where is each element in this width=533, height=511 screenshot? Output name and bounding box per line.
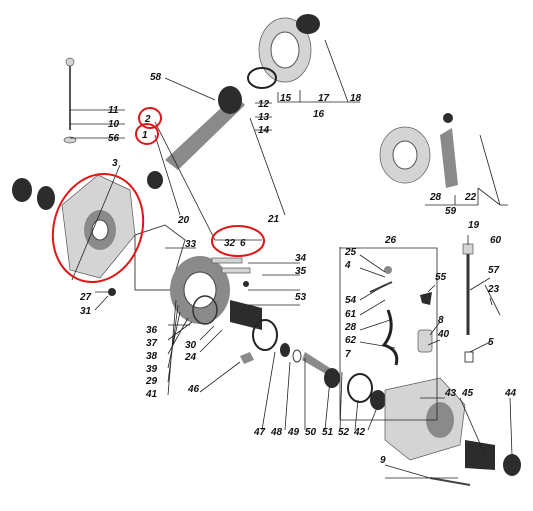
callout-label: 15 [280, 93, 292, 104]
callout-label: 56 [108, 133, 120, 144]
seal-part [37, 186, 55, 210]
pinion-shaft-part [165, 95, 245, 170]
callout-label: 21 [267, 214, 280, 225]
callout-label: 9 [380, 455, 386, 466]
callout-label: 4 [344, 260, 351, 271]
callout-label: 48 [270, 427, 283, 438]
callout-label: 40 [437, 329, 450, 340]
callout-label: 37 [146, 338, 158, 349]
pinion-part [440, 128, 458, 188]
callout-label: 57 [488, 265, 500, 276]
callout-label: 54 [345, 295, 357, 306]
callout-label: 39 [146, 364, 158, 375]
callout-label: 35 [295, 266, 307, 277]
callout-label: 24 [184, 352, 197, 363]
callout-label: 3 [112, 158, 118, 169]
callout-label: 12 [258, 99, 270, 110]
callout-label: 11 [108, 105, 119, 116]
callout-label: 59 [445, 206, 457, 217]
callout-label: 6 [240, 238, 246, 249]
callout-label: 46 [187, 384, 200, 395]
callout-label: 30 [185, 340, 197, 351]
callout-label: 36 [146, 325, 158, 336]
leader-lines [70, 39, 513, 479]
highlight-circle-2 [138, 107, 162, 129]
highlight-circle-1 [135, 123, 159, 145]
callout-label: 28 [429, 192, 442, 203]
callout-label: 50 [305, 427, 317, 438]
callout-label: 10 [108, 119, 120, 130]
parts-layer [12, 14, 521, 486]
axle-part [302, 352, 330, 374]
callout-label: 29 [145, 376, 158, 387]
callout-label: 7 [345, 349, 351, 360]
callout-label: 60 [490, 235, 502, 246]
callout-label: 34 [295, 253, 307, 264]
seal-part [12, 178, 32, 202]
bearing-part [218, 86, 242, 114]
callout-label: 28 [344, 322, 357, 333]
highlight-circle-housing [51, 172, 145, 284]
callout-label: 1 [142, 130, 148, 141]
callout-label: 22 [464, 192, 477, 203]
callout-label: 49 [287, 427, 300, 438]
callout-label: 27 [79, 292, 92, 303]
callout-label: 33 [185, 239, 197, 250]
callout-label: 31 [80, 306, 92, 317]
callout-label: 51 [322, 427, 334, 438]
callout-label: 26 [384, 235, 397, 246]
callout-label: 23 [487, 284, 500, 295]
callout-label: 2 [144, 114, 151, 125]
callout-label: 38 [146, 351, 158, 362]
callout-label: 20 [177, 215, 190, 226]
callout-label: 32 [224, 238, 236, 249]
callout-label: 5 [488, 337, 494, 348]
callout-label: 58 [150, 72, 162, 83]
callout-label: 62 [345, 335, 357, 346]
callout-label: 25 [344, 247, 357, 258]
highlight-circle-33-32 [211, 225, 265, 257]
callout-label: 17 [318, 93, 330, 104]
callout-label: 42 [353, 427, 366, 438]
callout-label: 47 [253, 427, 266, 438]
carrier-part [230, 300, 262, 330]
callout-label: 61 [345, 309, 357, 320]
flange-part [465, 440, 495, 470]
callout-label: 14 [258, 125, 270, 136]
callout-label: 13 [258, 112, 270, 123]
oring-part [63, 136, 77, 144]
callout-label: 55 [435, 272, 447, 283]
callout-label: 18 [350, 93, 362, 104]
callout-label: 44 [504, 388, 517, 399]
right-housing-part [384, 377, 466, 461]
callout-label: 8 [438, 315, 444, 326]
callout-labels: 11 10 56 58 12 13 14 15 17 18 16 2 1 3 2… [79, 72, 517, 466]
callout-label: 19 [468, 220, 480, 231]
callout-label: 45 [461, 388, 474, 399]
callout-label: 53 [295, 292, 307, 303]
highlight-marks [51, 107, 265, 284]
callout-label: 41 [145, 389, 158, 400]
callout-label: 43 [444, 388, 457, 399]
callout-label: 52 [338, 427, 350, 438]
callout-label: 16 [313, 109, 325, 120]
